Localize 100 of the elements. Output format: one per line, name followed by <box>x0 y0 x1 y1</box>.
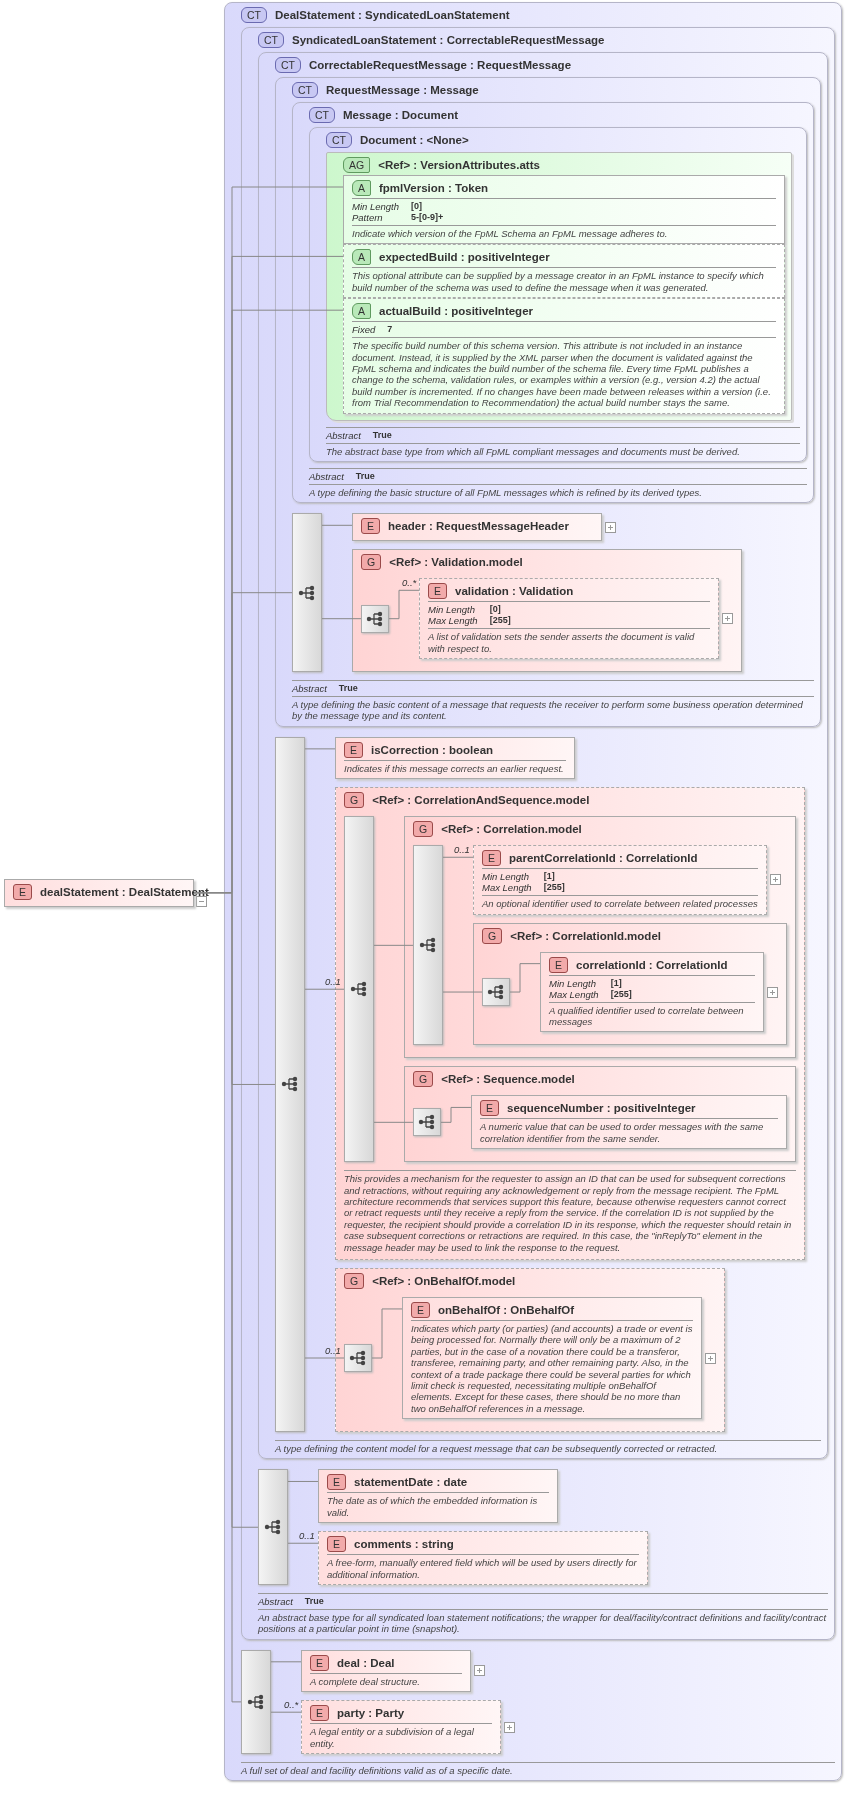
property-value: [0] <box>411 201 423 212</box>
property-name: Abstract <box>309 470 344 482</box>
node-title: <Ref> : Validation.model <box>389 556 523 569</box>
node-title: comments : string <box>354 1538 454 1551</box>
connector-line <box>304 748 336 750</box>
type-badge: CT <box>326 132 352 148</box>
type-badge: E <box>13 883 32 900</box>
connector-line <box>509 963 541 993</box>
description-text: Indicates which party (or parties) (and accounts) a trade or event is being processed for. Normally there will only be a maximum of 2 parties, but in the case of a novation there could be a transferor, transferee, remaining party, and other remaining party. Also, in the context of a trade package there could be several parties for which limit check is requested, necessitating multiple onBehalfOf elements. Except for these cases, there should be no more than two onBehalfOf references in a message. <box>411 1319 693 1415</box>
node-title: <Ref> : CorrelationId.model <box>510 929 661 942</box>
node-title: Document : <None> <box>360 134 469 146</box>
group-box <box>404 816 796 1059</box>
connector-line <box>440 1106 472 1123</box>
description-text: The date as of which the embedded information is valid. <box>327 1492 549 1519</box>
sequence-bar <box>292 513 322 673</box>
complex-type-box <box>292 102 814 504</box>
node-title: actualBuild : positiveInteger <box>379 305 533 318</box>
type-badge: G <box>413 1071 434 1088</box>
property-value: 5-[0-9]+ <box>411 212 445 223</box>
description-text: A type defining the basic content of a message that requests the receiver to perform some business operation determined by the message type and its content. <box>292 696 814 722</box>
property-value: [255] <box>610 988 633 1000</box>
node-title: <Ref> : Sequence.model <box>441 1073 575 1086</box>
node-title: Message : Document <box>343 109 459 121</box>
sequence-box <box>344 1344 372 1372</box>
property-value: True <box>304 1596 325 1607</box>
property-name: Abstract <box>326 429 361 441</box>
node-title: party : Party <box>337 1707 405 1720</box>
connector-line <box>270 1711 302 1713</box>
property-name: Min Length <box>482 871 530 883</box>
property-name: Max Length <box>482 882 532 894</box>
connector-line <box>304 988 345 990</box>
property-value: [255] <box>543 882 566 894</box>
sequence-bar <box>241 1649 271 1754</box>
sequence-box <box>482 978 510 1007</box>
connector-line <box>442 991 483 993</box>
node-title: parentCorrelationId : CorrelationId <box>509 852 698 865</box>
sequence-box <box>413 1108 441 1137</box>
node-title: <Ref> : OnBehalfOf.model <box>372 1274 516 1287</box>
property-value: [1] <box>543 871 556 883</box>
connector-line <box>442 856 474 858</box>
property-value: [0] <box>489 604 502 616</box>
node-title: header : RequestMessageHeader <box>388 520 569 533</box>
property-value: True <box>355 470 376 482</box>
connector-line <box>270 1661 302 1663</box>
type-badge: E <box>482 850 501 867</box>
type-badge: E <box>428 583 447 600</box>
cardinality-label: 0..1 <box>299 1530 315 1542</box>
node-title: <Ref> : Correlation.model <box>441 823 582 836</box>
node-title: dealStatement : DealStatement <box>40 885 209 898</box>
element-box <box>335 736 575 780</box>
element-box <box>318 1469 558 1524</box>
type-badge: E <box>411 1301 430 1318</box>
property-value: True <box>338 683 359 695</box>
element-box <box>402 1296 702 1420</box>
cardinality-label: 0..1 <box>325 1345 341 1356</box>
property-value: [255] <box>489 615 512 627</box>
element-box <box>540 951 764 1033</box>
group-box <box>352 549 742 673</box>
description-text: An optional identifier used to correlate between related processes <box>482 895 758 910</box>
description-text: A full set of deal and facility definitions valid as of a specific date. <box>241 1761 835 1777</box>
description-text: An abstract base type for all syndicated loan statement notifications; the wrapper for deal/facility/contract definitions and facility/contract positions at a particular point in time (snapshot). <box>258 1609 828 1635</box>
attribute-box <box>343 298 785 414</box>
property-name: Abstract <box>258 1596 293 1607</box>
type-badge: CT <box>309 107 335 123</box>
node-title: DealStatement : SyndicatedLoanStatement <box>275 9 510 21</box>
complex-type-box <box>258 52 828 1460</box>
sequence-bar <box>258 1469 288 1585</box>
group-box <box>404 1066 796 1163</box>
description-text: A type defining the basic structure of all FpML messages which is refined by its derived types. <box>309 483 807 499</box>
type-badge: E <box>344 741 363 758</box>
type-badge: E <box>549 956 568 973</box>
element-box <box>301 1649 471 1693</box>
node-title: <Ref> : CorrelationAndSequence.model <box>372 794 590 807</box>
element-box <box>419 578 719 660</box>
description-text: A list of validation sets the sender asserts the document is valid with respect to. <box>428 628 710 655</box>
connector-line <box>321 524 353 526</box>
node-title: fpmlVersion : Token <box>379 182 489 194</box>
property-name: Abstract <box>292 683 327 695</box>
description-text: A type defining the content model for a request message that can be subsequently corrected or retracted. <box>275 1440 821 1455</box>
type-badge: A <box>352 180 371 196</box>
description-text: The abstract base type from which all FpML compliant messages and documents must be derived. <box>326 442 800 457</box>
sequence-box <box>361 604 389 633</box>
connector-line <box>388 589 420 620</box>
description-text: Indicates if this message corrects an earlier request. <box>344 759 566 775</box>
property-name: Max Length <box>549 988 599 1000</box>
property-value: 7 <box>387 324 394 336</box>
property-value: [1] <box>610 977 623 989</box>
node-title: deal : Deal <box>337 1656 395 1669</box>
group-box <box>473 922 787 1046</box>
connector-line <box>321 618 362 620</box>
connector-line <box>193 892 242 1703</box>
element-box <box>473 845 767 915</box>
description-text: A qualified identifier used to correlate between messages <box>549 1001 755 1028</box>
element-box <box>301 1700 501 1754</box>
type-badge: E <box>310 1705 329 1722</box>
node-title: CorrectableRequestMessage : RequestMessage <box>309 59 572 71</box>
sequence-bar <box>413 845 443 1046</box>
cardinality-label: 0..* <box>284 1699 299 1711</box>
type-badge: CT <box>258 32 284 48</box>
connector-line <box>304 1357 345 1359</box>
